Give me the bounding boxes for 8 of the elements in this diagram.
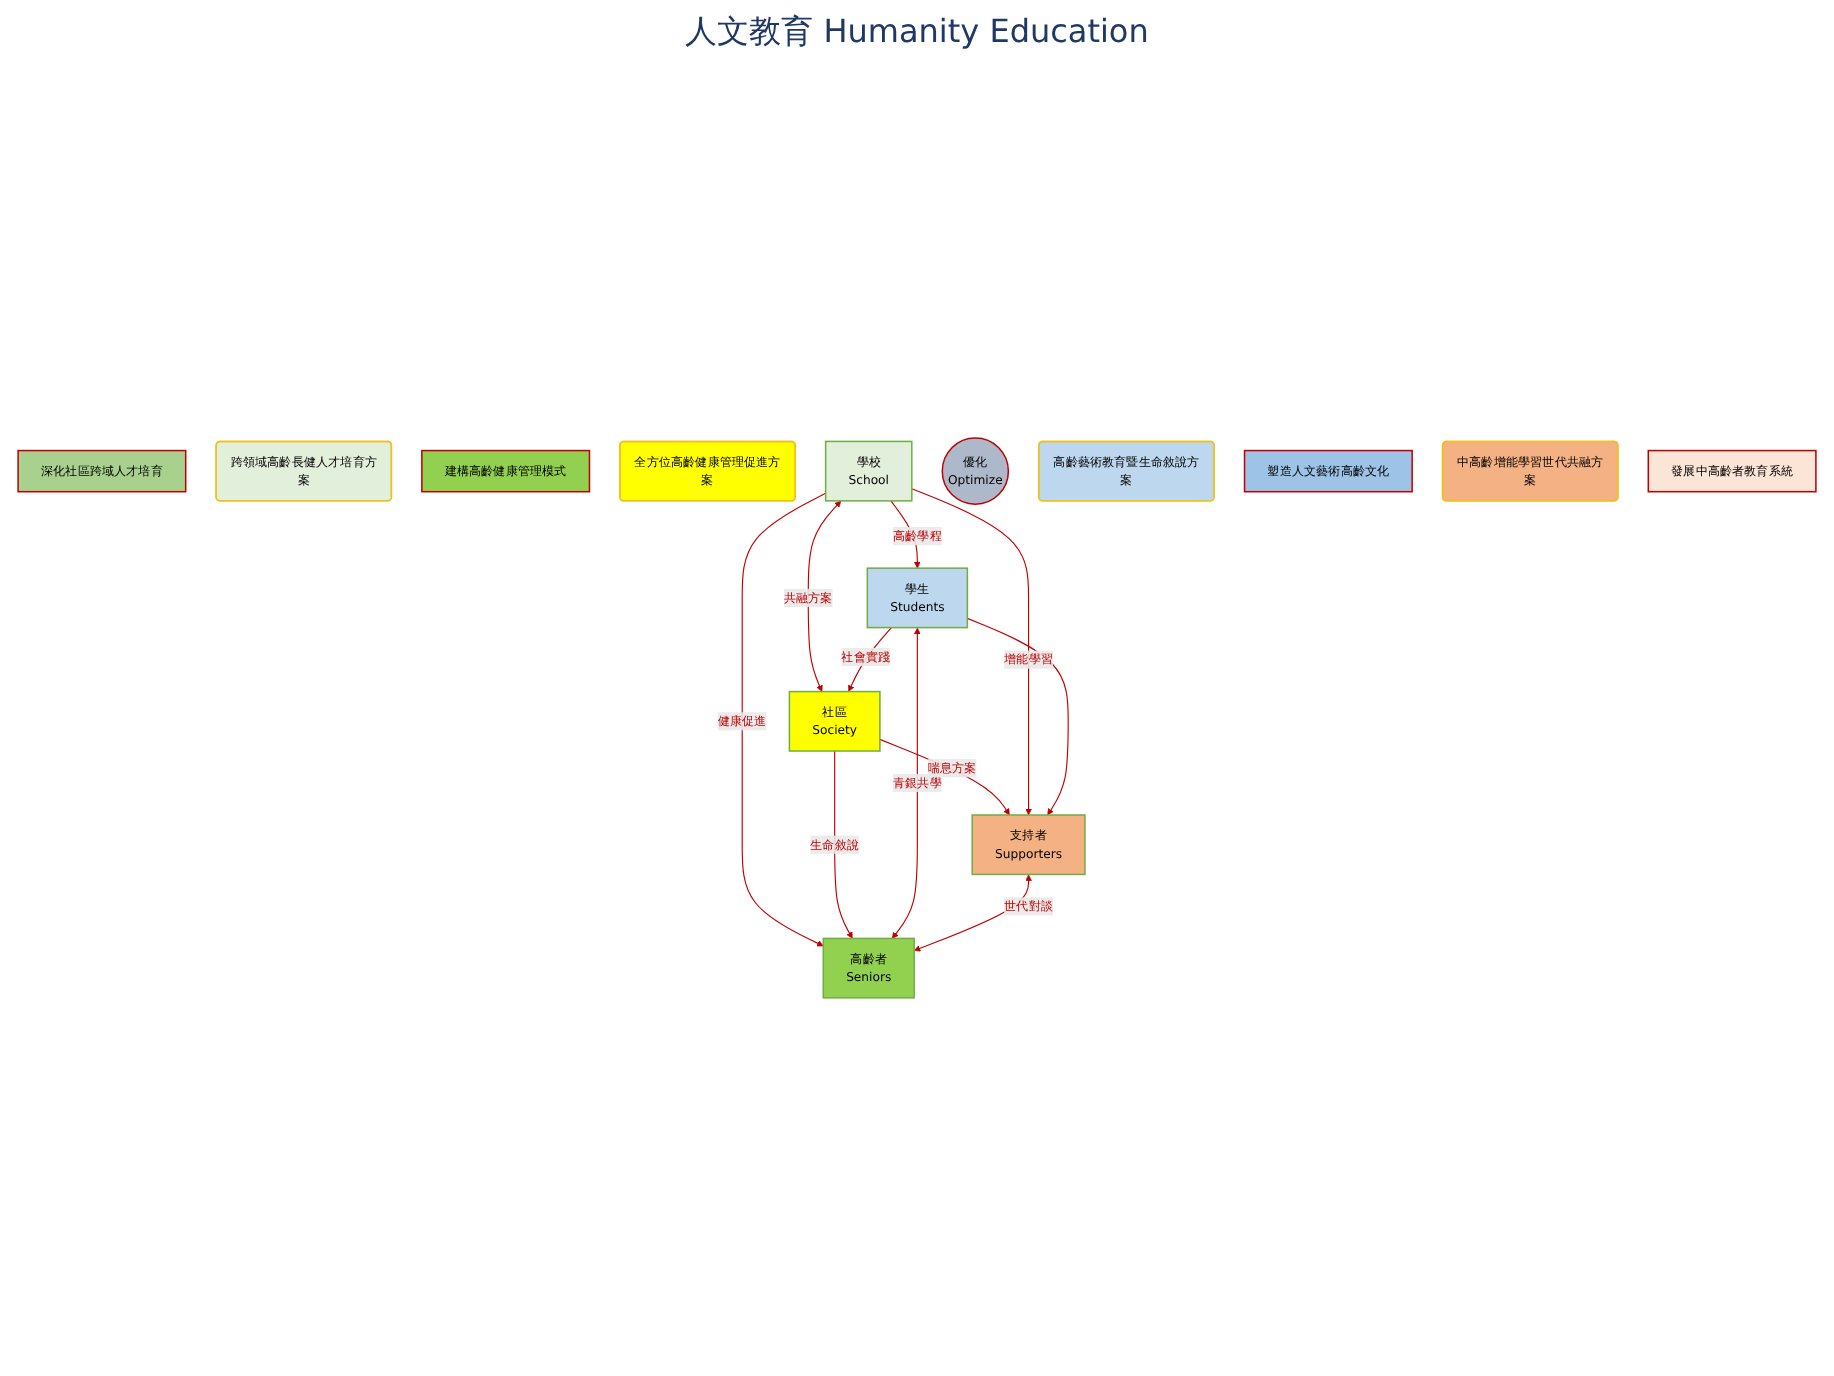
- arrow: [834, 749, 853, 938]
- arrow: [879, 737, 1010, 815]
- arrow: [911, 487, 1032, 815]
- circle-label: 人文教育 Humanity Education: [685, 12, 1149, 54]
- arrow: [741, 491, 827, 946]
- arrow: [891, 626, 921, 938]
- arrow: [966, 616, 1069, 815]
- arrow: [807, 499, 842, 691]
